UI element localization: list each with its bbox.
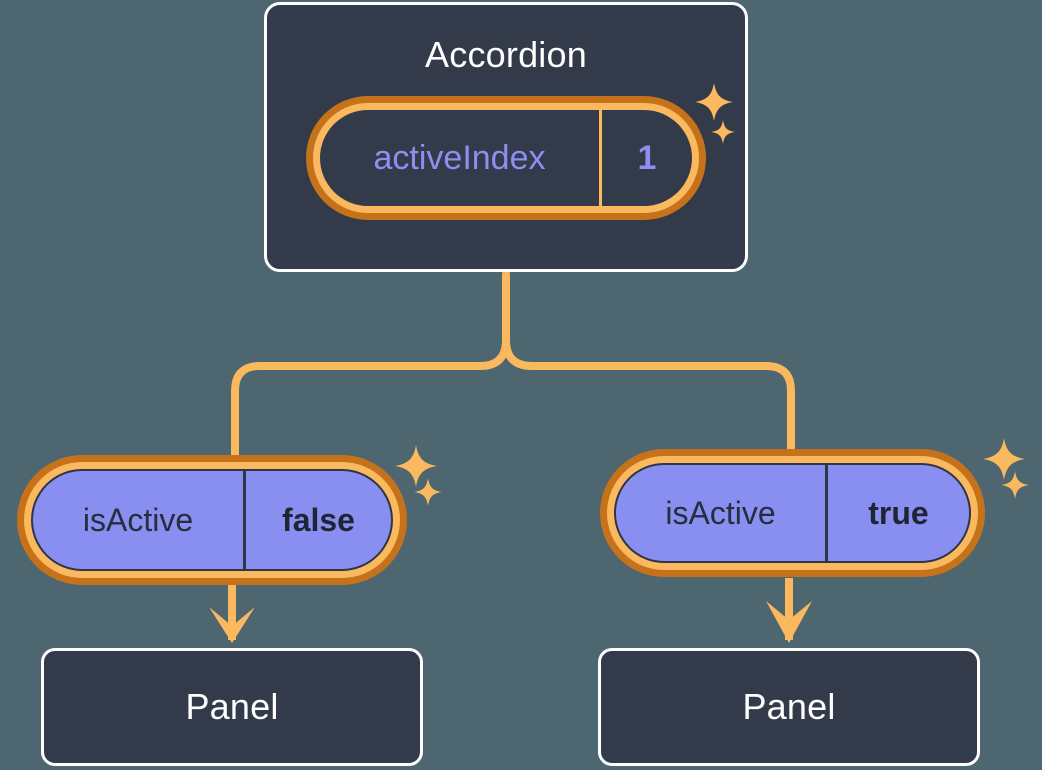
state-value: 1 <box>637 139 657 177</box>
node-label: Panel <box>185 686 279 727</box>
sparkle-icon <box>413 477 443 507</box>
sparkle-icon <box>394 444 438 488</box>
state-pill-face: isActive true <box>614 463 971 563</box>
page-title: Accordion <box>425 34 587 75</box>
state-pill-ring: isActive true <box>607 456 978 570</box>
node-panel-right[interactable]: Panel <box>598 648 980 766</box>
state-key: isActive <box>82 502 194 538</box>
node-panel-left[interactable]: Panel <box>41 648 423 766</box>
arrow-head-right <box>766 601 812 643</box>
node-label: Panel <box>742 686 836 727</box>
arrow-head-left <box>209 607 255 643</box>
state-pill-face: isActive false <box>31 469 393 571</box>
state-pill-ring: isActive false <box>24 462 400 578</box>
state-key: isActive <box>665 495 776 531</box>
state-pill-isactive-false[interactable]: isActive false <box>17 455 407 585</box>
state-pill-isactive-true[interactable]: isActive true <box>600 449 985 577</box>
sparkle-icon <box>982 437 1026 481</box>
state-value: true <box>825 465 969 561</box>
state-key: activeIndex <box>320 110 602 206</box>
state-pill-face: activeIndex 1 <box>320 110 692 206</box>
connector-branch-right <box>502 336 795 453</box>
state-pill-activeindex[interactable]: activeIndex 1 <box>306 96 706 220</box>
state-value: false <box>243 471 391 569</box>
sparkle-icon <box>1000 470 1030 500</box>
state-pill-ring: activeIndex 1 <box>313 103 699 213</box>
connector-branch-left <box>231 336 510 459</box>
